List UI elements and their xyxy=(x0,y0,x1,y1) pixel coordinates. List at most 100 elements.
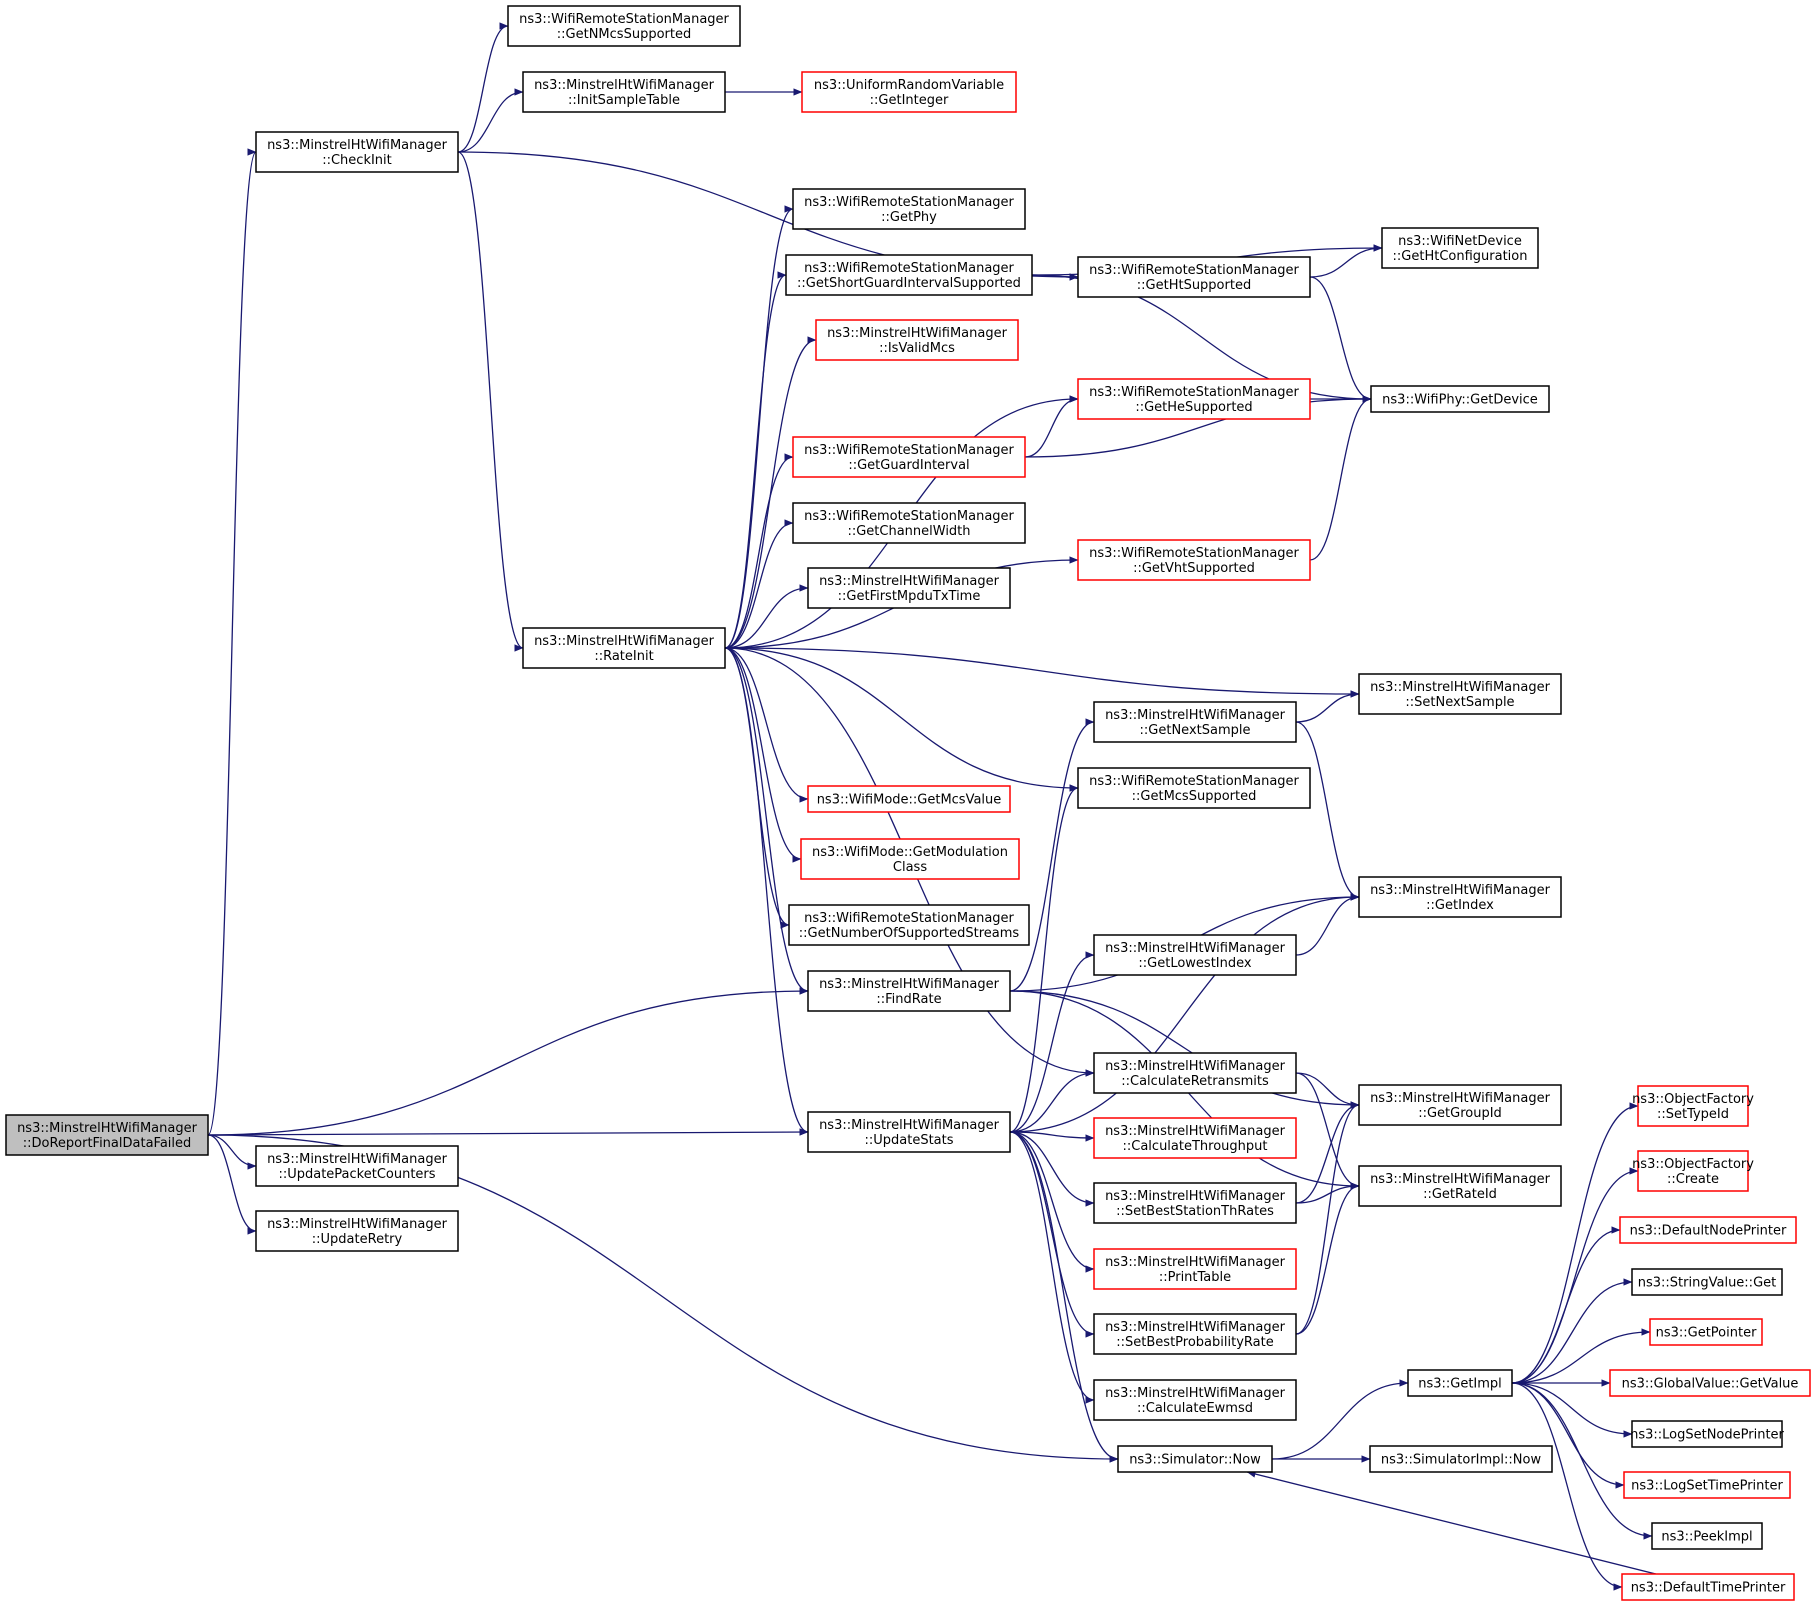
node-getMcsSup[interactable]: ns3::WifiRemoteStationManager::GetMcsSup… xyxy=(1077,767,1311,809)
node-getChanW[interactable]: ns3::WifiRemoteStationManager::GetChanne… xyxy=(792,502,1026,544)
node-label: ns3::GetImpl xyxy=(1418,1377,1502,1392)
edge-updateStats-to-calcThroughput xyxy=(1009,1131,1095,1142)
node-getHtSup[interactable]: ns3::WifiRemoteStationManager::GetHtSupp… xyxy=(1077,256,1311,298)
node-logSetTime[interactable]: ns3::LogSetTimePrinter xyxy=(1623,1471,1791,1499)
node-getMcsValue[interactable]: ns3::WifiMode::GetMcsValue xyxy=(807,785,1011,813)
node-label: ::DoReportFinalDataFailed xyxy=(23,1136,192,1151)
node-box xyxy=(807,785,1011,813)
edge-updateStats-to-getIndex xyxy=(1009,893,1360,1133)
node-label: ns3::LogSetTimePrinter xyxy=(1631,1479,1783,1494)
node-getSGI[interactable]: ns3::WifiRemoteStationManager::GetShortG… xyxy=(785,254,1033,296)
node-updatePkt[interactable]: ns3::MinstrelHtWifiManager::UpdatePacket… xyxy=(255,1145,459,1187)
node-label: ns3::MinstrelHtWifiManager xyxy=(17,1121,198,1136)
node-label: ns3::MinstrelHtWifiManager xyxy=(1105,941,1286,956)
node-box xyxy=(1637,1085,1749,1127)
node-printTable[interactable]: ns3::MinstrelHtWifiManager::PrintTable xyxy=(1093,1248,1297,1290)
node-box xyxy=(507,5,741,47)
node-setBestProb[interactable]: ns3::MinstrelHtWifiManager::SetBestProba… xyxy=(1093,1313,1297,1355)
node-box xyxy=(1358,1084,1562,1126)
node-setNextSample[interactable]: ns3::MinstrelHtWifiManager::SetNextSampl… xyxy=(1358,673,1562,715)
node-box xyxy=(800,838,1020,880)
edge-getNextSample-to-setNextSample xyxy=(1295,690,1360,723)
node-label: Class xyxy=(893,860,927,875)
edge-calcRetrans-to-getRateId xyxy=(1295,1072,1360,1190)
node-getRateId[interactable]: ns3::MinstrelHtWifiManager::GetRateId xyxy=(1358,1165,1562,1207)
node-updateRetry[interactable]: ns3::MinstrelHtWifiManager::UpdateRetry xyxy=(255,1210,459,1252)
edge-getVhtSup-to-getDevice xyxy=(1309,395,1372,561)
edge-simNow-to-getImpl xyxy=(1271,1379,1409,1460)
node-getVhtSup[interactable]: ns3::WifiRemoteStationManager::GetVhtSup… xyxy=(1077,539,1311,581)
node-isValidMcs[interactable]: ns3::MinstrelHtWifiManager::IsValidMcs xyxy=(815,319,1019,361)
node-label: ns3::MinstrelHtWifiManager xyxy=(534,78,715,93)
node-getFirstMpdu[interactable]: ns3::MinstrelHtWifiManager::GetFirstMpdu… xyxy=(807,567,1011,609)
edge-checkInit-to-initSample xyxy=(457,88,524,153)
node-label: ns3::WifiNetDevice xyxy=(1398,234,1522,249)
node-getGroupId[interactable]: ns3::MinstrelHtWifiManager::GetGroupId xyxy=(1358,1084,1562,1126)
node-getDevice[interactable]: ns3::WifiPhy::GetDevice xyxy=(1370,385,1550,413)
edge-rateInit-to-getGI xyxy=(724,453,794,649)
node-getNextSample[interactable]: ns3::MinstrelHtWifiManager::GetNextSampl… xyxy=(1093,701,1297,743)
node-box xyxy=(1358,876,1562,918)
node-getNMcs[interactable]: ns3::WifiRemoteStationManager::GetNMcsSu… xyxy=(507,5,741,47)
node-findRate[interactable]: ns3::MinstrelHtWifiManager::FindRate xyxy=(807,970,1011,1012)
edge-root-to-updatePkt xyxy=(207,1134,257,1170)
node-getPhy[interactable]: ns3::WifiRemoteStationManager::GetPhy xyxy=(792,188,1026,230)
node-getPointer[interactable]: ns3::GetPointer xyxy=(1649,1318,1763,1346)
node-simNow[interactable]: ns3::Simulator::Now xyxy=(1117,1445,1273,1473)
node-checkInit[interactable]: ns3::MinstrelHtWifiManager::CheckInit xyxy=(255,131,459,173)
node-getHtConf[interactable]: ns3::WifiNetDevice::GetHtConfiguration xyxy=(1381,227,1539,269)
node-label: ns3::GlobalValue::GetValue xyxy=(1622,1377,1799,1392)
edge-rateInit-to-getSGI xyxy=(724,271,787,649)
node-simImplNow[interactable]: ns3::SimulatorImpl::Now xyxy=(1369,1445,1553,1473)
node-setTypeId[interactable]: ns3::ObjectFactory::SetTypeId xyxy=(1632,1085,1754,1127)
node-defNodePrinter[interactable]: ns3::DefaultNodePrinter xyxy=(1619,1216,1797,1244)
node-label: ns3::UniformRandomVariable xyxy=(814,78,1004,93)
node-globalGetValue[interactable]: ns3::GlobalValue::GetValue xyxy=(1609,1369,1811,1397)
node-getHeSup[interactable]: ns3::WifiRemoteStationManager::GetHeSupp… xyxy=(1077,378,1311,420)
node-calcThroughput[interactable]: ns3::MinstrelHtWifiManager::CalculateThr… xyxy=(1093,1117,1297,1159)
node-label: ::SetBestStationThRates xyxy=(1116,1204,1274,1219)
node-initSample[interactable]: ns3::MinstrelHtWifiManager::InitSampleTa… xyxy=(522,71,726,113)
node-label: ns3::WifiRemoteStationManager xyxy=(804,195,1014,210)
node-updateStats[interactable]: ns3::MinstrelHtWifiManager::UpdateStats xyxy=(807,1111,1011,1153)
node-box xyxy=(1358,1165,1562,1207)
node-label: ::GetGroupId xyxy=(1418,1106,1502,1121)
node-root[interactable]: ns3::MinstrelHtWifiManager::DoReportFina… xyxy=(5,1114,209,1156)
edge-setBestProb-to-getGroupId xyxy=(1295,1101,1360,1335)
node-box xyxy=(1609,1369,1811,1397)
node-calcEwmsd[interactable]: ns3::MinstrelHtWifiManager::CalculateEwm… xyxy=(1093,1379,1297,1421)
edge-getLowestIndex-to-getIndex xyxy=(1295,893,1360,956)
node-calcRetrans[interactable]: ns3::MinstrelHtWifiManager::CalculateRet… xyxy=(1093,1052,1297,1094)
node-box xyxy=(1077,256,1311,298)
node-create[interactable]: ns3::ObjectFactory::Create xyxy=(1632,1150,1754,1192)
node-label: ::InitSampleTable xyxy=(568,93,680,108)
node-label: ::CalculateEwmsd xyxy=(1137,1401,1253,1416)
node-peekImpl[interactable]: ns3::PeekImpl xyxy=(1651,1522,1763,1550)
node-getInteger[interactable]: ns3::UniformRandomVariable::GetInteger xyxy=(801,71,1017,113)
node-label: ns3::GetPointer xyxy=(1656,1326,1757,1341)
node-getLowestIndex[interactable]: ns3::MinstrelHtWifiManager::GetLowestInd… xyxy=(1093,934,1297,976)
node-label: ns3::WifiRemoteStationManager xyxy=(519,12,729,27)
node-getNumStreams[interactable]: ns3::WifiRemoteStationManager::GetNumber… xyxy=(788,904,1030,946)
node-box xyxy=(1093,1313,1297,1355)
node-strGet[interactable]: ns3::StringValue::Get xyxy=(1631,1268,1783,1296)
node-getGI[interactable]: ns3::WifiRemoteStationManager::GetGuardI… xyxy=(792,436,1026,478)
node-getIndex[interactable]: ns3::MinstrelHtWifiManager::GetIndex xyxy=(1358,876,1562,918)
edge-getImpl-to-peekImpl xyxy=(1511,1382,1653,1540)
node-defTimePrinter[interactable]: ns3::DefaultTimePrinter xyxy=(1621,1573,1795,1601)
node-rateInit[interactable]: ns3::MinstrelHtWifiManager::RateInit xyxy=(522,627,726,669)
node-label: ns3::MinstrelHtWifiManager xyxy=(1105,1059,1286,1074)
node-box xyxy=(815,319,1019,361)
edge-rateInit-to-getPhy xyxy=(724,205,794,649)
edge-getHtSup-to-getDevice xyxy=(1309,276,1372,403)
node-label: ns3::SimulatorImpl::Now xyxy=(1381,1453,1542,1468)
node-label: ::GetHeSupported xyxy=(1135,400,1252,415)
edge-getImpl-to-defNodePrinter xyxy=(1511,1226,1621,1384)
node-label: ::GetGuardInterval xyxy=(848,458,969,473)
node-setBestStation[interactable]: ns3::MinstrelHtWifiManager::SetBestStati… xyxy=(1093,1182,1297,1224)
node-getImpl[interactable]: ns3::GetImpl xyxy=(1407,1369,1513,1397)
node-logSetNode[interactable]: ns3::LogSetNodePrinter xyxy=(1630,1420,1785,1448)
node-label: ::SetNextSample xyxy=(1405,695,1514,710)
edge-checkInit-to-getNMcs xyxy=(457,22,509,153)
